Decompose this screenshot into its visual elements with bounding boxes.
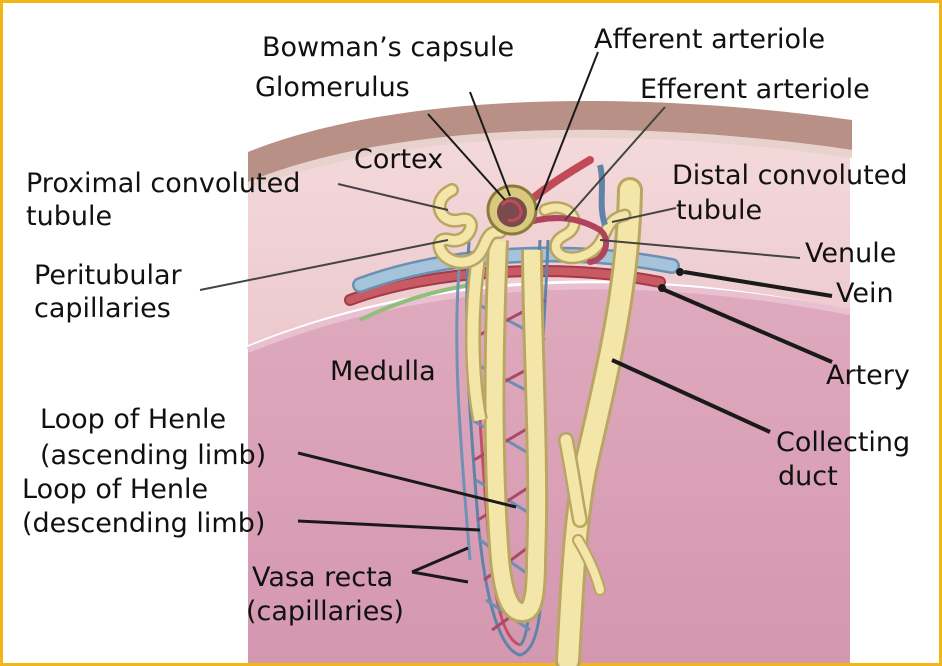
label-peritubular-line1: Peritubular <box>34 260 182 291</box>
label-venule: Venule <box>805 238 896 269</box>
label-peritubular-line2: capillaries <box>34 293 171 324</box>
label-distal-line1: Distal convoluted <box>672 160 908 191</box>
label-loop-ascending-line1: Loop of Henle <box>40 404 226 435</box>
label-collecting-line2: duct <box>778 461 838 492</box>
label-loop-descending-line1: Loop of Henle <box>22 474 208 505</box>
label-vasa-recta-line2: (capillaries) <box>246 596 404 627</box>
label-vasa-recta-line1: Vasa recta <box>252 562 393 593</box>
label-loop-descending-line2: (descending limb) <box>22 508 265 539</box>
label-vein: Vein <box>836 278 894 309</box>
label-loop-ascending-line2: (ascending limb) <box>40 440 266 471</box>
label-collecting-line1: Collecting <box>776 427 910 458</box>
label-cortex: Cortex <box>354 144 443 175</box>
label-glomerulus: Glomerulus <box>255 72 410 103</box>
bowmans-capsule-shape <box>488 186 536 234</box>
label-artery: Artery <box>826 360 910 391</box>
label-efferent-arteriole: Efferent arteriole <box>640 74 870 105</box>
label-proximal-line2: tubule <box>26 201 112 232</box>
label-distal-line2: tubule <box>676 195 762 226</box>
label-afferent-arteriole: Afferent arteriole <box>594 24 825 55</box>
label-medulla: Medulla <box>330 356 436 387</box>
label-proximal-line1: Proximal convoluted <box>26 168 300 199</box>
label-bowmans-capsule: Bowman’s capsule <box>262 32 514 63</box>
